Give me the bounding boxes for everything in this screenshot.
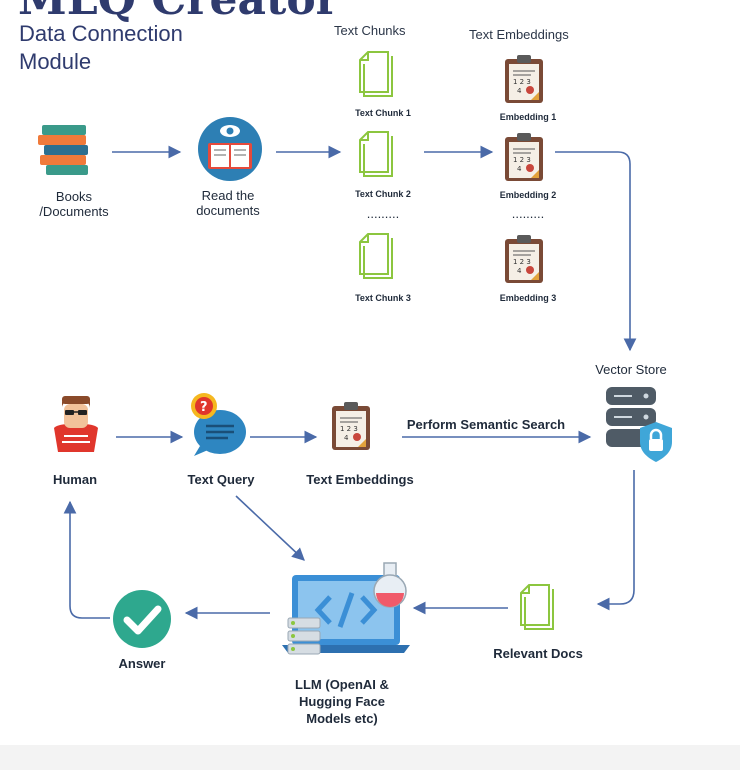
document-icon <box>359 51 393 97</box>
llm-label: LLM (OpenAI & Hugging Face Models etc) <box>295 677 389 726</box>
chunk-1-label: Text Chunk 1 <box>355 108 411 118</box>
clipboard-icon <box>504 132 544 182</box>
text-query-label: Text Query <box>187 472 255 487</box>
semantic-search-label: Perform Semantic Search <box>406 417 566 432</box>
title-line-1: Data Connection <box>19 21 183 46</box>
embedding-1-label: Embedding 1 <box>499 112 557 122</box>
document-icon <box>359 131 393 177</box>
chunk-2-label: Text Chunk 2 <box>355 189 411 199</box>
bottom-band <box>0 745 740 770</box>
books-icon <box>38 125 88 175</box>
document-icon <box>520 584 554 630</box>
embeddings-column-title: Text Embeddings <box>469 27 569 42</box>
brand-logo: MLQ Creator <box>18 0 339 25</box>
human-label: Human <box>52 472 98 487</box>
person-icon <box>54 396 98 452</box>
vector-store-label: Vector Store <box>595 362 667 377</box>
read-documents-label: Read the documents <box>196 188 260 218</box>
clipboard-icon <box>504 234 544 284</box>
chunk-3-label: Text Chunk 3 <box>355 293 411 303</box>
svg-text:?: ? <box>200 400 208 415</box>
relevant-docs-label: Relevant Docs <box>493 646 583 661</box>
check-icon <box>113 590 171 648</box>
server-icon <box>287 617 321 655</box>
reader-icon <box>198 117 262 181</box>
flask-icon <box>373 562 407 608</box>
books-label: Books /Documents <box>39 189 109 219</box>
flow-arrows <box>63 145 637 620</box>
text-embeddings-label: Text Embeddings <box>306 472 414 487</box>
clipboard-icon <box>331 401 371 451</box>
title-line-2: Module <box>19 49 92 74</box>
embedding-2-label: Embedding 2 <box>499 190 557 200</box>
document-icon <box>359 233 393 279</box>
clipboard-icon <box>504 54 544 104</box>
chunk-ellipsis: ......... <box>366 206 400 221</box>
lock-icon <box>640 422 672 462</box>
chat-bubble-icon: ? <box>191 393 246 456</box>
diagram-title: Data Connection Module <box>19 20 183 76</box>
chunks-column-title: Text Chunks <box>334 23 406 38</box>
embedding-3-label: Embedding 3 <box>499 293 557 303</box>
embedding-ellipsis: ......... <box>511 206 545 221</box>
answer-label: Answer <box>118 656 166 671</box>
